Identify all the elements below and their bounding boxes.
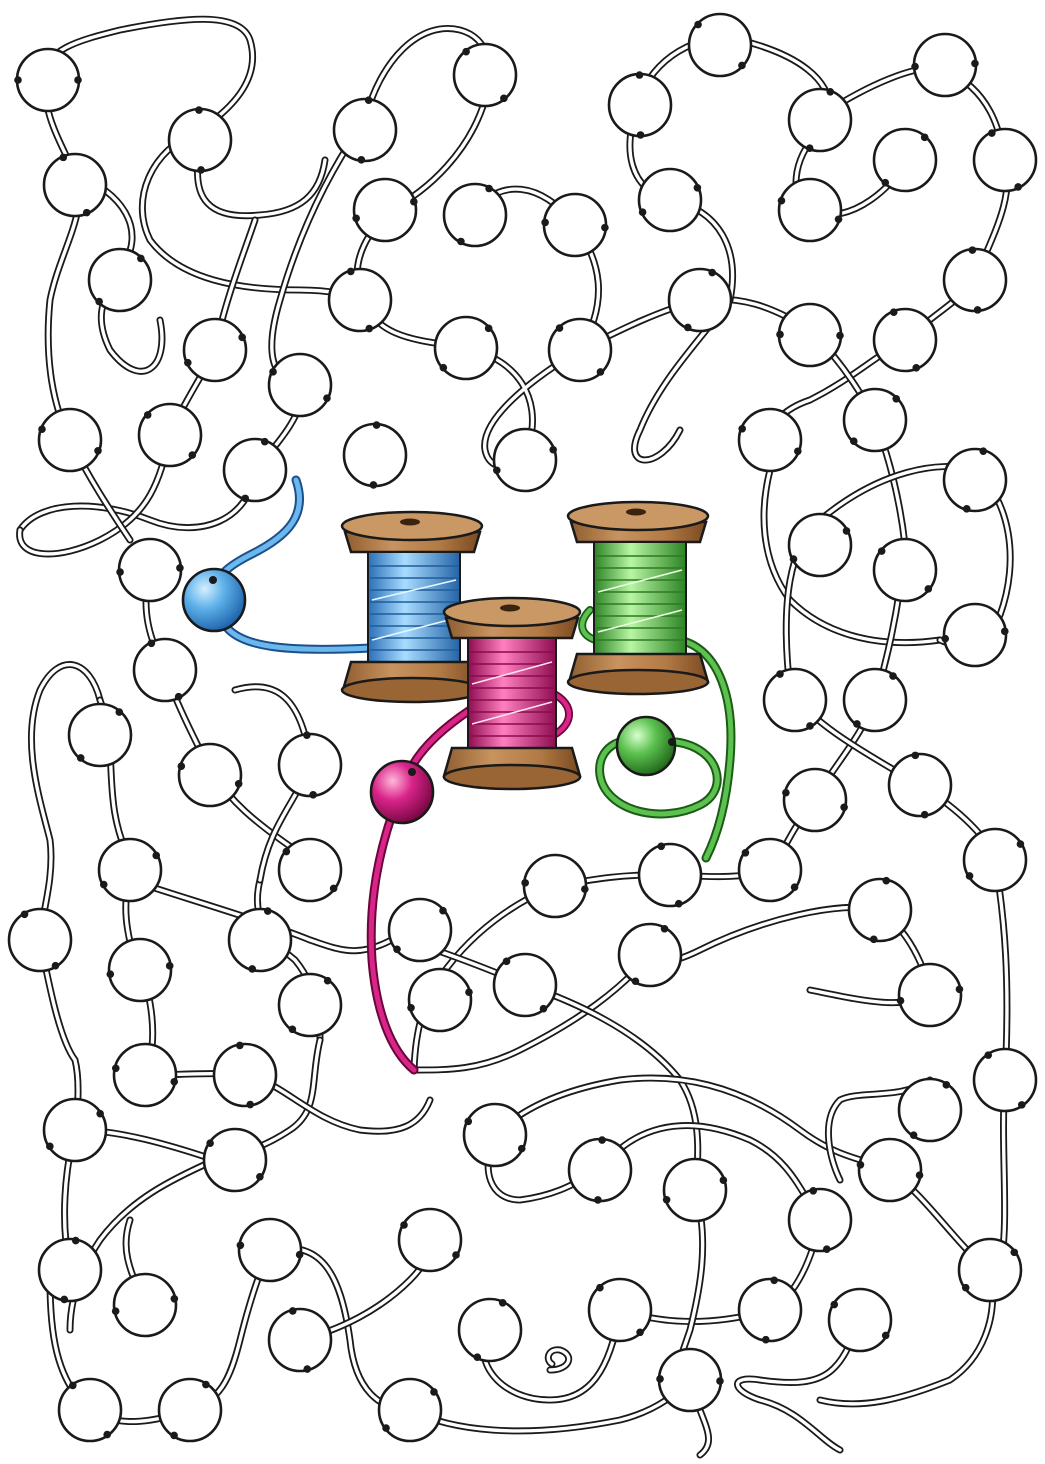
maze-bead [787,512,853,578]
maze-bead [277,837,343,903]
maze-bead [872,537,938,603]
maze-bead [887,751,953,819]
maze-bead [787,87,853,153]
maze-bead [911,32,979,98]
maze-bead [942,246,1008,314]
maze-bead [856,1137,924,1203]
maze-bead [787,1186,853,1254]
maze-bead [332,96,398,164]
spool-blue [340,510,484,704]
maze-bead [182,317,248,383]
spool-magenta [442,596,582,791]
maze-bead [897,1077,963,1143]
maze-bead [177,742,243,808]
maze-bead [972,127,1038,193]
maze-bead [236,1217,304,1283]
maze-bead [637,167,703,233]
maze-bead [227,907,293,973]
maze-bead [637,842,703,908]
maze-bead [202,1127,268,1193]
maze-bead [737,407,803,473]
bead-blue[interactable] [181,567,247,633]
maze-bead [962,827,1028,893]
maze-bead [492,952,558,1018]
maze-bead [762,667,828,733]
maze-bead [377,1377,443,1443]
maze-bead [397,1207,463,1273]
maze-bead [492,427,558,493]
maze-bead [387,897,453,963]
maze-bead [222,437,288,503]
bead-field [7,12,1038,1443]
maze-bead [872,127,938,193]
maze-bead [737,837,803,903]
maze-bead [847,876,913,944]
maze-bead [267,1307,333,1373]
maze-bead [667,267,733,333]
maze-bead [342,421,408,489]
maze-bead [782,767,848,833]
maze-bead [777,177,843,243]
maze-bead [67,702,133,768]
maze-bead [567,1136,633,1204]
maze-bead [972,1047,1038,1113]
maze-bead [941,602,1009,668]
maze-bead [442,182,508,248]
maze-bead [352,177,418,243]
maze-bead [842,387,908,453]
maze-bead [116,537,184,603]
maze-bead [842,667,908,733]
maze-bead [327,267,393,333]
maze-bead [42,152,108,218]
maze-bead [37,1236,103,1304]
maze-bead [687,12,753,78]
maze-bead [132,637,198,703]
maze-bead [137,402,203,468]
maze-bead [97,837,163,903]
bead-magenta[interactable] [369,759,435,825]
maze-bead [587,1277,653,1343]
maze-bead [521,853,589,919]
maze-bead [942,447,1008,513]
maze-bead [547,317,613,383]
maze-bead [7,907,73,973]
maze-bead [457,1297,523,1363]
maze-bead [433,315,499,381]
maze-bead [57,1377,123,1443]
maze-bead [212,1041,278,1109]
maze-bead [157,1377,223,1443]
maze-bead [111,1272,179,1338]
maze-bead [662,1157,728,1223]
maze-bead [277,972,343,1038]
green-thread [578,606,736,863]
maze-bead [407,967,473,1033]
maze-bead [957,1237,1023,1303]
maze-bead [737,1276,803,1344]
maze-bead [37,407,103,473]
maze-bead [776,302,844,368]
maze-bead [541,192,609,258]
maze-bead [462,1102,528,1168]
maze-bead [87,247,153,313]
maze-bead [167,106,233,174]
spool-green [566,500,710,696]
maze-bead [452,42,518,108]
maze-bead [656,1347,724,1413]
maze-bead [106,937,174,1003]
maze-bead [827,1287,893,1353]
bead-green[interactable] [615,715,677,777]
maze-bead [42,1097,108,1163]
maze-bead [896,962,964,1028]
maze-bead [14,47,82,113]
maze-bead [111,1042,179,1108]
maze-bead [872,307,938,373]
maze-bead [617,922,683,988]
maze-bead [607,71,673,139]
maze-bead [277,731,343,799]
maze-bead [267,352,333,418]
